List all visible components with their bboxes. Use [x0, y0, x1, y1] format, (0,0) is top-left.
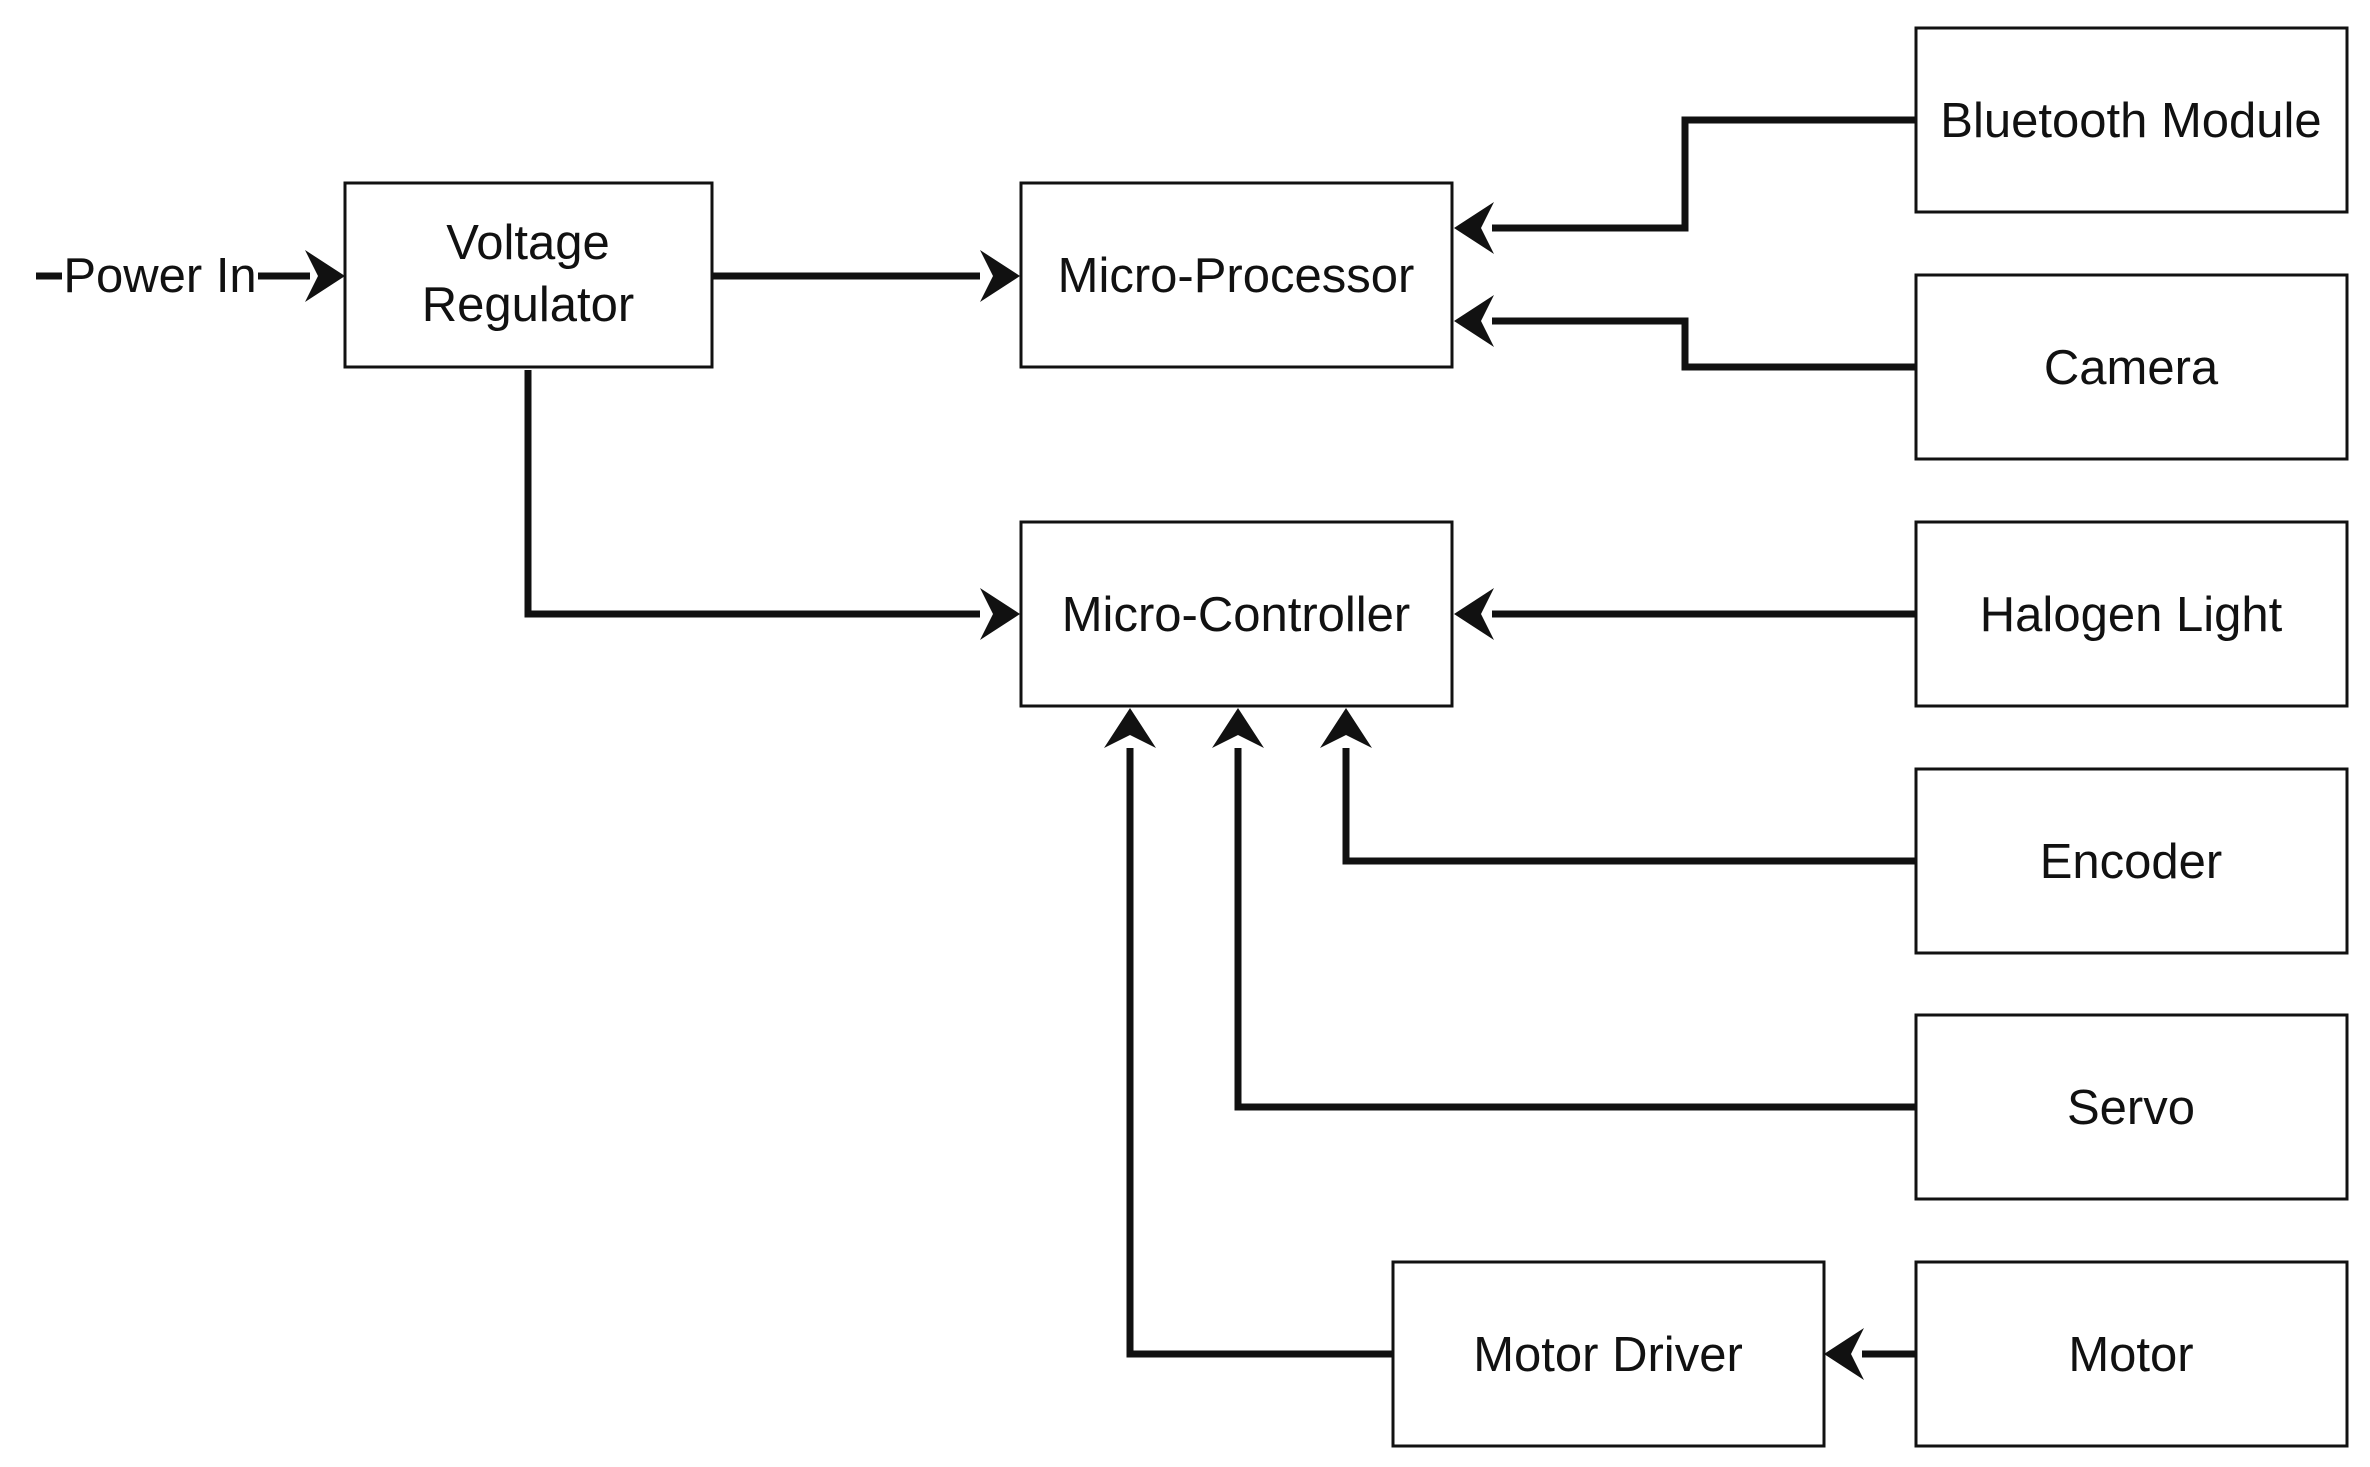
- power-in-arrowhead: [305, 250, 345, 302]
- camera-to-processor-wire: [1492, 317, 1916, 371]
- encoder-block: Encoder: [1914, 767, 2349, 955]
- voltage-regulator-label-line2: Regulator: [422, 278, 634, 332]
- servo-to-controller-arrowhead: [1212, 708, 1264, 748]
- halogen-light-block: Halogen Light: [1914, 520, 2349, 708]
- regulator-to-controller-wire: [524, 370, 980, 618]
- bluetooth-module-label: Bluetooth Module: [1940, 94, 2321, 148]
- servo-label: Servo: [2067, 1081, 2195, 1135]
- micro-controller-label: Micro-Controller: [1062, 588, 1411, 642]
- camera-label: Camera: [2044, 341, 2219, 395]
- regulator-to-processor-arrowhead: [980, 250, 1020, 302]
- motor-label: Motor: [2068, 1328, 2193, 1382]
- encoder-label: Encoder: [2040, 835, 2223, 889]
- servo-block: Servo: [1914, 1013, 2349, 1201]
- power-in-label: Power In: [63, 249, 256, 303]
- bluetooth-module-block: Bluetooth Module: [1914, 26, 2349, 214]
- voltage-regulator-label-line1: Voltage: [446, 216, 610, 270]
- servo-to-controller-wire: [1234, 748, 1916, 1111]
- motor-driver-to-controller-wire: [1126, 748, 1392, 1358]
- camera-block: Camera: [1914, 273, 2349, 461]
- motor-driver-block: Motor Driver: [1391, 1260, 1826, 1448]
- halogen-light-label: Halogen Light: [1980, 588, 2283, 642]
- motor-driver-to-controller-arrowhead: [1104, 708, 1156, 748]
- regulator-to-controller-arrowhead: [980, 588, 1020, 640]
- motor-to-driver-arrowhead: [1824, 1328, 1864, 1380]
- encoder-to-controller-wire: [1342, 748, 1916, 865]
- voltage-regulator-block: Voltage Regulator: [343, 181, 714, 369]
- camera-to-processor-arrowhead: [1454, 295, 1494, 347]
- motor-driver-label: Motor Driver: [1473, 1328, 1743, 1382]
- micro-processor-label: Micro-Processor: [1058, 249, 1415, 303]
- connectors: [36, 116, 1916, 1380]
- encoder-to-controller-arrowhead: [1320, 708, 1372, 748]
- micro-processor-block: Micro-Processor: [1019, 181, 1454, 369]
- bluetooth-to-processor-wire: [1492, 116, 1916, 232]
- halogen-to-controller-arrowhead: [1454, 588, 1494, 640]
- motor-block: Motor: [1914, 1260, 2349, 1448]
- bluetooth-to-processor-arrowhead: [1454, 202, 1494, 254]
- micro-controller-block: Micro-Controller: [1019, 520, 1454, 708]
